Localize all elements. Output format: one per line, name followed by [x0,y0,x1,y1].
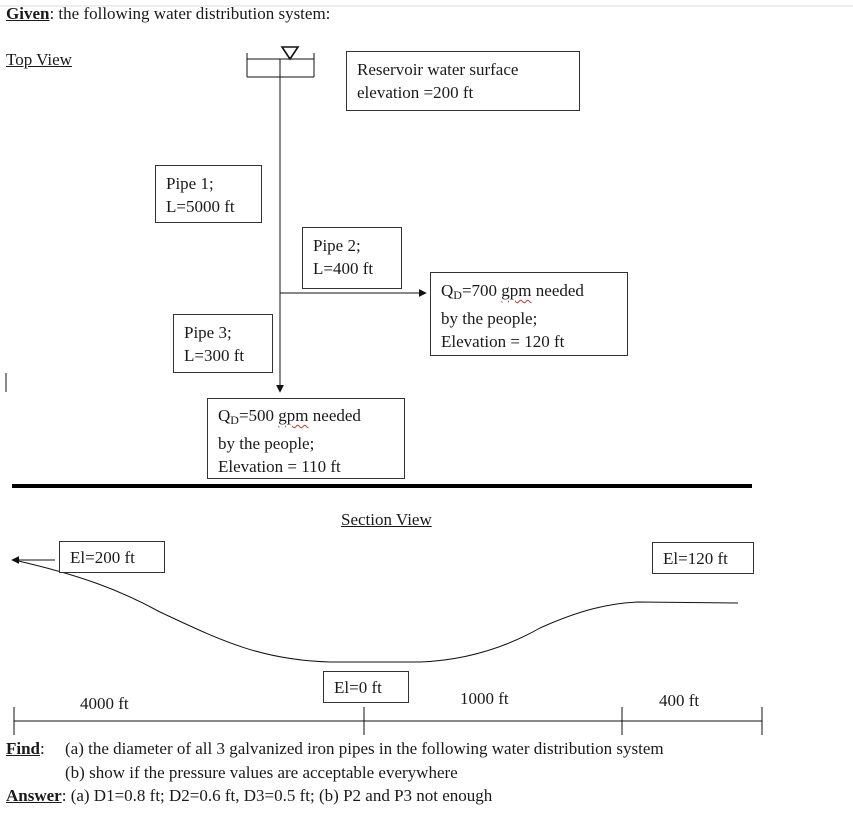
top-view-label: Top View [6,50,72,69]
find-line-a: Find: [6,739,45,758]
demand-bottom-line1: QD=500 gpm needed [218,406,361,427]
given-text: : the following water distribution syste… [49,4,331,23]
given-label: Given [6,4,50,23]
pipe3-line1: Pipe 3; [184,323,232,342]
demand-right-line3: Elevation = 120 ft [441,332,565,351]
pipe3-box: Pipe 3; L=300 ft [173,314,273,373]
find-label: Find [6,739,41,758]
demand-bottom-line3: Elevation = 110 ft [218,457,341,476]
pipe2-box: Pipe 2; L=400 ft [302,227,402,289]
pipe2-line2: L=400 ft [313,259,374,278]
distance-label-1: 4000 ft [80,694,129,713]
demand-bottom-box: QD=500 gpm needed by the people; Elevati… [207,398,405,479]
demand-bottom-line2: by the people; [218,434,315,453]
answer-label: Answer [6,786,62,805]
elev-bottom-box: El=0 ft [323,671,409,703]
demand-right-line2: by the people; [441,309,538,328]
demand-right-line1: QD=700 gpm needed [441,281,584,302]
pipe1-line2: L=5000 ft [166,197,235,216]
distance-label-3: 400 ft [659,691,700,710]
answer-text: : (a) D1=0.8 ft; D2=0.6 ft, D3=0.5 ft; (… [61,786,493,805]
elev-left-box: El=200 ft [59,541,165,573]
given-line: Given: the following water distribution … [6,4,330,24]
terrain-profile [13,559,739,663]
elev-right-box: El=120 ft [652,542,754,574]
pipe1-line1: Pipe 1; [166,174,214,193]
distance-label-2: 1000 ft [460,689,509,708]
pipe3-line2: L=300 ft [184,346,245,365]
reservoir-box: Reservoir water surface elevation =200 f… [346,51,580,111]
demand-right-box: QD=700 gpm needed by the people; Elevati… [430,272,628,356]
find-a: (a) the diameter of all 3 galvanized iro… [65,739,664,758]
pipe1-box: Pipe 1; L=5000 ft [155,165,262,223]
answer-line: Answer: (a) D1=0.8 ft; D2=0.6 ft, D3=0.5… [6,786,492,806]
pipe2-line1: Pipe 2; [313,236,361,255]
distance-axis [13,707,763,735]
find-b: (b) show if the pressure values are acce… [65,763,458,782]
reservoir-line2: elevation =200 ft [357,83,474,102]
reservoir-line1: Reservoir water surface [357,60,519,79]
section-view-label: Section View [341,510,432,529]
